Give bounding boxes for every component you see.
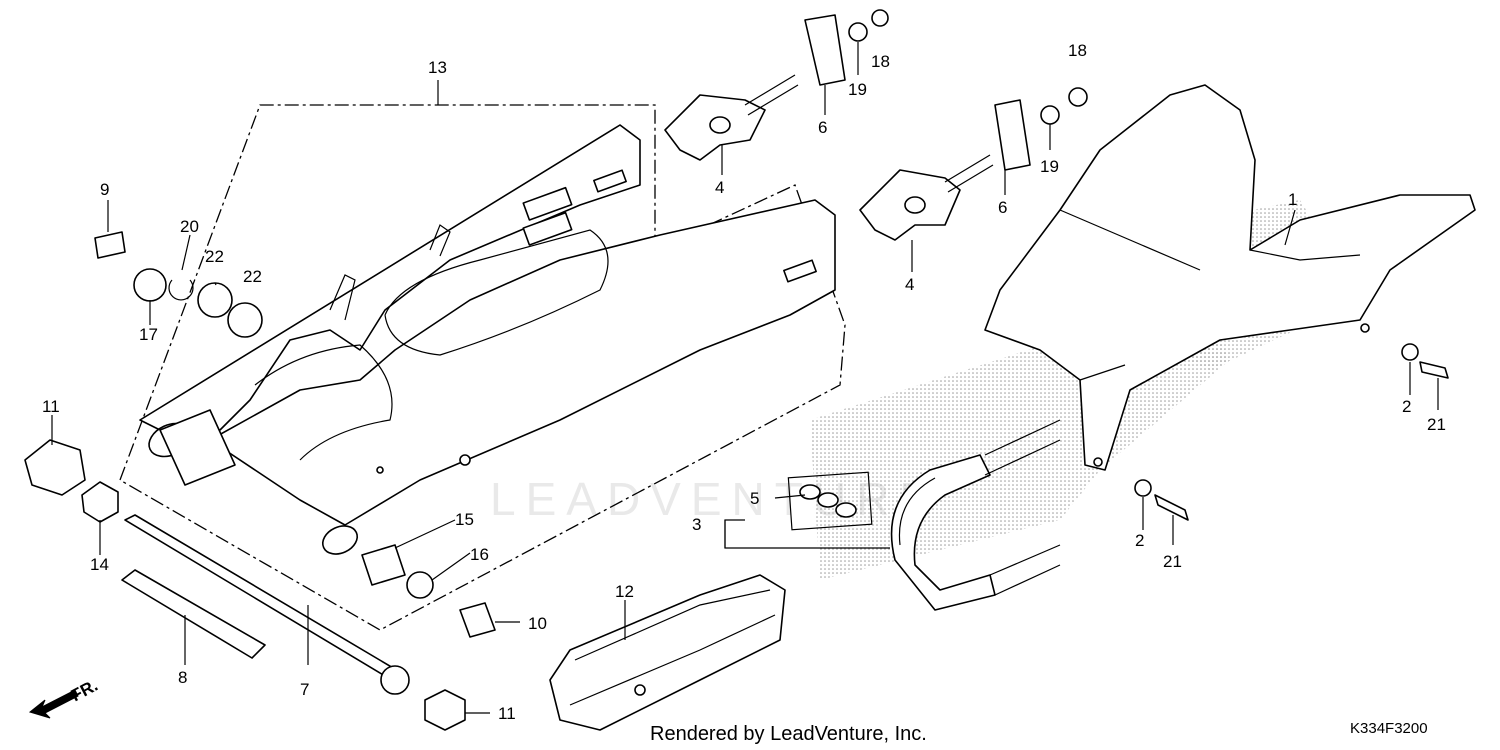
pivot-bolt-head bbox=[380, 665, 410, 695]
callout-22a: 22 bbox=[205, 247, 224, 266]
callout-2b: 2 bbox=[1135, 531, 1144, 550]
bolt-21-upper bbox=[1419, 361, 1449, 379]
rear-fender bbox=[984, 84, 1476, 471]
collar-10 bbox=[459, 602, 496, 638]
dust-seal-16 bbox=[406, 571, 434, 599]
callout-7: 7 bbox=[300, 680, 309, 699]
swingarm-assembly-outline bbox=[119, 104, 846, 631]
callout-15: 15 bbox=[455, 510, 474, 529]
callout-6b: 6 bbox=[998, 198, 1007, 217]
adjuster-plate-left bbox=[804, 14, 846, 86]
callout-3: 3 bbox=[692, 515, 701, 534]
callout-16: 16 bbox=[470, 545, 489, 564]
dust-seal-17 bbox=[133, 268, 167, 302]
callout-6a: 6 bbox=[818, 118, 827, 137]
diagram-code: K334F3200 bbox=[1350, 720, 1428, 737]
callout-21b: 21 bbox=[1163, 552, 1182, 571]
callout-21a: 21 bbox=[1427, 415, 1446, 434]
callout-11b: 11 bbox=[498, 704, 516, 723]
callout-20: 20 bbox=[180, 217, 199, 236]
callout-18a: 18 bbox=[871, 52, 890, 71]
callout-4a: 4 bbox=[715, 178, 724, 197]
nut-18-left bbox=[871, 9, 889, 27]
bearing-22-a bbox=[197, 282, 233, 318]
swingarm bbox=[139, 124, 836, 555]
callout-11a: 11 bbox=[42, 397, 60, 416]
collar-9 bbox=[94, 231, 126, 259]
needle-bearing-15 bbox=[361, 544, 406, 586]
footer-credit: Rendered by LeadVenture, Inc. bbox=[650, 723, 927, 745]
collar-2-lower bbox=[1134, 479, 1152, 497]
callout-5: 5 bbox=[750, 489, 759, 508]
front-arrow-label: FR. bbox=[68, 676, 101, 706]
collar-14 bbox=[81, 481, 119, 523]
bearing-22-b bbox=[227, 302, 263, 338]
callouts: 1 2 2 3 4 4 5 6 6 7 8 9 10 11 11 12 13 1… bbox=[42, 41, 1446, 723]
leader-lines bbox=[51, 42, 1439, 714]
chain-slider bbox=[549, 574, 786, 731]
circlip-20 bbox=[168, 279, 194, 301]
callout-12: 12 bbox=[615, 582, 634, 601]
master-link-box bbox=[787, 471, 873, 531]
callout-22b: 22 bbox=[243, 267, 262, 286]
callout-8: 8 bbox=[178, 668, 187, 687]
callout-4b: 4 bbox=[905, 275, 914, 294]
pivot-cap-11-lower bbox=[424, 689, 466, 731]
tube-8 bbox=[121, 569, 266, 659]
callout-2a: 2 bbox=[1402, 397, 1411, 416]
callout-17: 17 bbox=[139, 325, 158, 344]
callout-14: 14 bbox=[90, 555, 109, 574]
front-arrow: FR. bbox=[28, 676, 101, 719]
chain-adjuster-right bbox=[859, 154, 994, 241]
callout-18b: 18 bbox=[1068, 41, 1087, 60]
callout-9: 9 bbox=[100, 180, 109, 199]
callout-19a: 19 bbox=[848, 80, 867, 99]
bolt-21-lower bbox=[1154, 494, 1189, 521]
collar-2-upper bbox=[1401, 343, 1419, 361]
callout-1: 1 bbox=[1288, 190, 1297, 209]
nut-19-right bbox=[1040, 105, 1060, 125]
nut-19-left bbox=[848, 22, 868, 42]
nut-18-right bbox=[1068, 87, 1088, 107]
callout-19b: 19 bbox=[1040, 157, 1059, 176]
pivot-cap-11-upper bbox=[24, 439, 86, 496]
callout-13: 13 bbox=[428, 58, 447, 77]
callout-10: 10 bbox=[528, 614, 547, 633]
adjuster-plate-right bbox=[994, 99, 1031, 171]
chain-adjuster-left bbox=[664, 74, 799, 161]
drive-chain bbox=[890, 419, 1061, 611]
